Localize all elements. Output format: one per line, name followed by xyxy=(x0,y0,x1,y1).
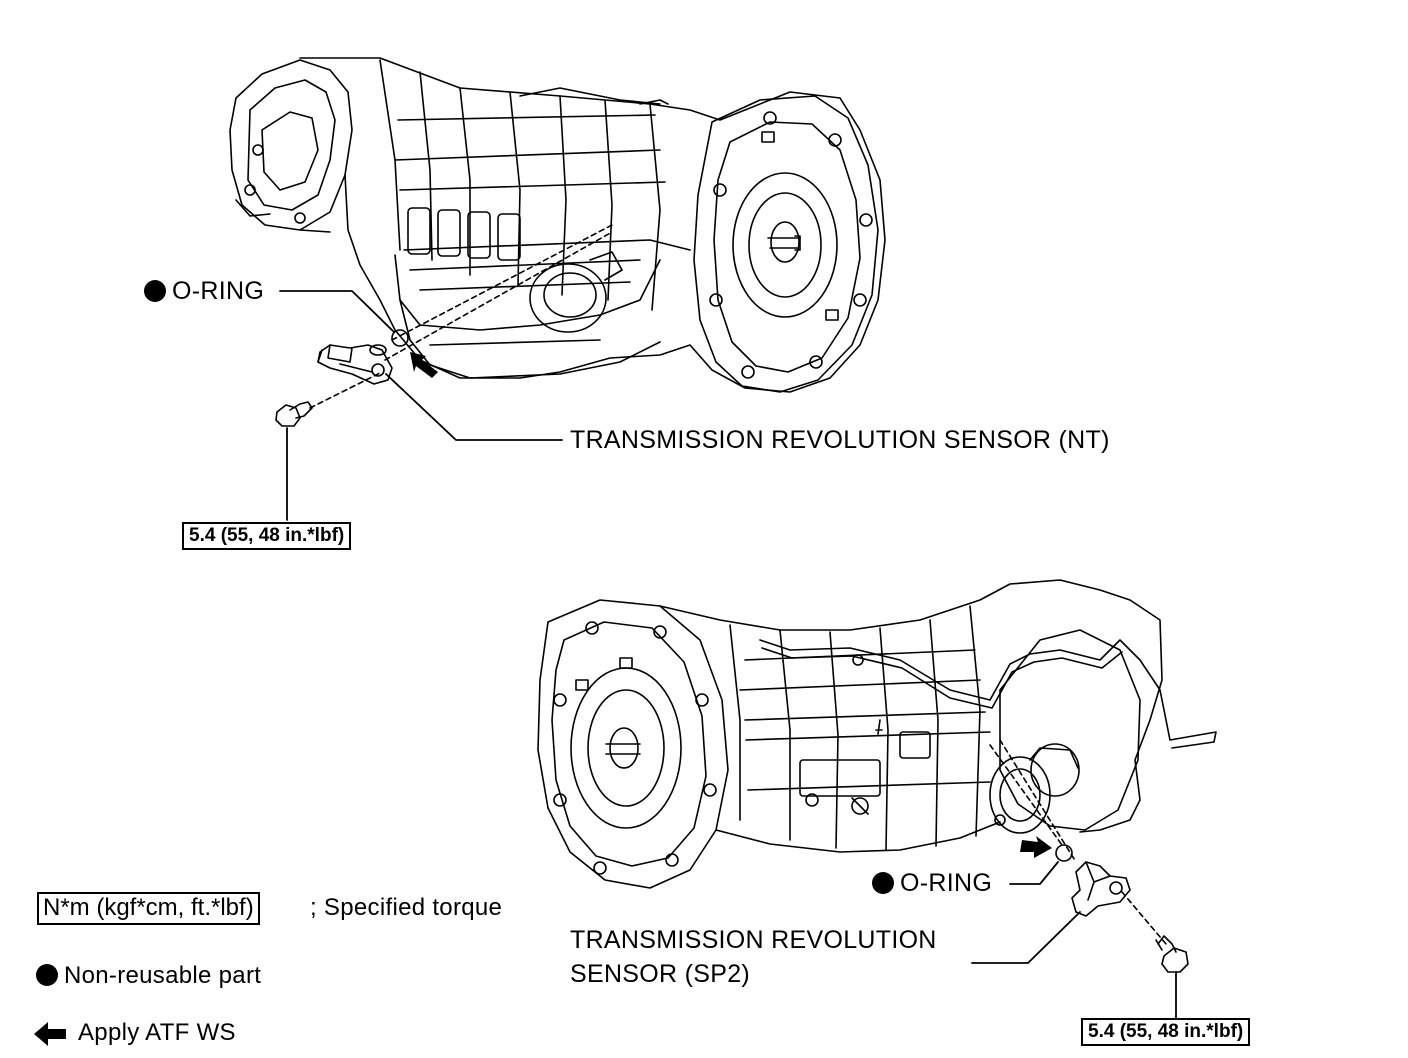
upper-sensor-label: TRANSMISSION REVOLUTION SENSOR (NT) xyxy=(570,428,1110,453)
lower-oring-drawing xyxy=(1055,844,1073,862)
upper-oring-label: O-RING xyxy=(144,279,264,304)
lower-oring-label: O-RING xyxy=(872,871,992,896)
filled-circle-icon xyxy=(144,280,166,302)
lower-apply-arrow xyxy=(1020,836,1052,858)
upper-bolt-drawing xyxy=(275,401,313,427)
legend-nonreusable-text: Non-reusable part xyxy=(64,962,262,989)
legend-torque-unit-box: N*m (kgf*cm, ft.*lbf) xyxy=(37,892,260,925)
upper-sensor-suffix: (NT) xyxy=(1058,426,1110,454)
upper-alignment-lines xyxy=(309,224,613,409)
lower-bolt-drawing xyxy=(1155,935,1189,973)
lower-sensor-label-line2: SENSOR (SP2) xyxy=(570,960,751,988)
lower-leader-lines xyxy=(971,861,1177,1019)
upper-oring-text: O-RING xyxy=(172,277,265,305)
upper-transmission-drawing xyxy=(229,57,886,393)
lower-torque-spec: 5.4 (55, 48 in.*lbf) xyxy=(1081,1018,1251,1046)
filled-circle-icon xyxy=(36,964,58,986)
filled-circle-icon xyxy=(872,872,894,894)
legend-nonreusable: Non-reusable part xyxy=(36,964,261,988)
legend-apply: Apply ATF WS xyxy=(78,1019,236,1046)
legend-torque-desc: ; Specified torque xyxy=(310,894,503,921)
upper-sensor-text: TRANSMISSION REVOLUTION SENSOR xyxy=(570,426,1052,454)
lower-transmission-drawing xyxy=(537,579,1217,889)
upper-apply-arrow xyxy=(410,352,438,378)
lower-alignment-lines xyxy=(989,739,1167,945)
upper-sensor-nt-drawing xyxy=(317,344,393,385)
upper-oring-drawing xyxy=(391,329,409,347)
arrow-left-icon xyxy=(34,1022,66,1046)
upper-torque-spec: 5.4 (55, 48 in.*lbf) xyxy=(182,522,352,550)
lower-sensor-sp2-drawing xyxy=(1071,861,1131,917)
lower-oring-text: O-RING xyxy=(900,869,993,897)
lower-sensor-label-line1: TRANSMISSION REVOLUTION xyxy=(570,926,937,954)
upper-leader-lines xyxy=(279,290,563,521)
